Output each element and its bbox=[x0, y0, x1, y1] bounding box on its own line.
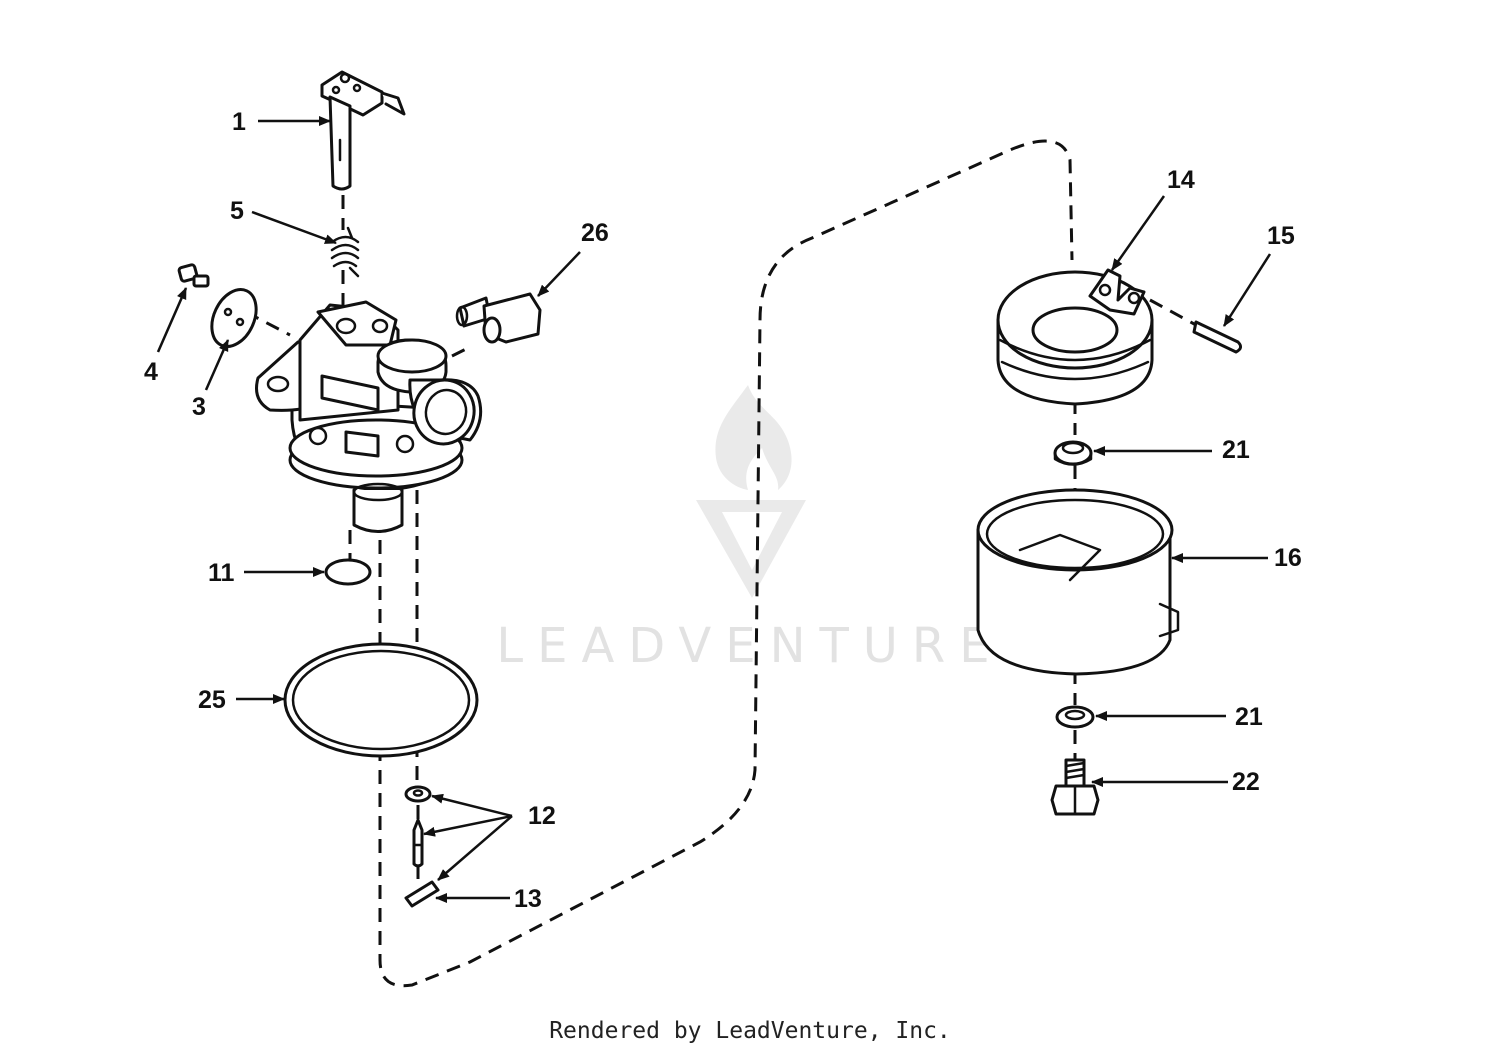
part-bowl-gasket bbox=[283, 642, 479, 758]
callout-4: 4 bbox=[144, 358, 158, 386]
callout-26: 26 bbox=[581, 219, 609, 247]
leader-lines bbox=[156, 116, 1272, 903]
part-welch-plug bbox=[324, 558, 372, 586]
callout-labels: 1 5 26 4 3 11 25 12 13 14 15 21 16 21 22 bbox=[144, 108, 1302, 913]
part-float bbox=[996, 268, 1154, 406]
callout-14: 14 bbox=[1167, 166, 1195, 194]
callout-16: 16 bbox=[1274, 544, 1302, 572]
part-fuel-fitting bbox=[455, 292, 542, 344]
callout-5: 5 bbox=[230, 197, 244, 225]
part-float-pin bbox=[1192, 320, 1243, 354]
part-inlet-needle bbox=[404, 785, 432, 868]
watermark-text: LEADVENTURE bbox=[496, 618, 1003, 674]
part-needle-clip bbox=[404, 880, 440, 908]
part-carburetor-body bbox=[255, 300, 483, 533]
leadventure-watermark: LEADVENTURE bbox=[496, 385, 1003, 674]
part-screw bbox=[177, 263, 210, 288]
part-bowl-nut bbox=[1050, 758, 1100, 816]
part-washer-lower bbox=[1055, 705, 1095, 729]
callout-3: 3 bbox=[192, 393, 206, 421]
part-float-bowl bbox=[976, 488, 1180, 676]
callout-13: 13 bbox=[514, 885, 542, 913]
part-throttle-shaft bbox=[320, 70, 406, 191]
footer-credit: Rendered by LeadVenture, Inc. bbox=[549, 1018, 951, 1044]
callout-21-lower: 21 bbox=[1235, 703, 1263, 731]
callout-11: 11 bbox=[208, 559, 235, 587]
callout-15: 15 bbox=[1267, 222, 1295, 250]
callout-12: 12 bbox=[528, 802, 556, 830]
part-throttle-plate bbox=[210, 288, 258, 348]
fuel-line-dashed bbox=[378, 139, 1074, 988]
leadventure-flame-logo bbox=[696, 385, 806, 598]
callout-25: 25 bbox=[198, 686, 226, 714]
part-washer-upper bbox=[1053, 440, 1093, 466]
callout-1: 1 bbox=[232, 108, 246, 136]
callout-22: 22 bbox=[1232, 768, 1260, 796]
callout-21-upper: 21 bbox=[1222, 436, 1250, 464]
part-spring bbox=[330, 226, 360, 278]
